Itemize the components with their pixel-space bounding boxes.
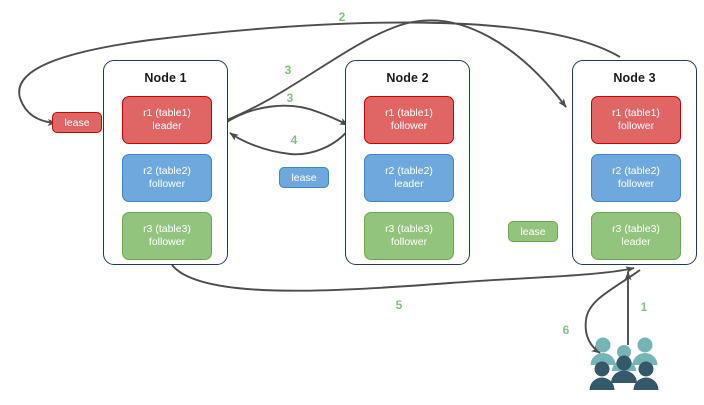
edge-label-3a: 3 <box>284 63 292 77</box>
people-group-icon <box>589 337 659 390</box>
node-title-node3: Node 3 <box>613 71 656 85</box>
replica-role: leader <box>621 236 651 248</box>
edge-label-4: 4 <box>290 133 298 147</box>
replica-name: r2 (table2) <box>385 165 433 177</box>
replica-node3-r3[interactable]: r3 (table3) leader <box>591 212 681 260</box>
edge-label-6: 6 <box>562 323 570 337</box>
edge-3b-path <box>223 104 349 126</box>
lease-label: lease <box>291 171 317 184</box>
replica-role: follower <box>390 120 428 132</box>
replica-name: r2 (table2) <box>612 165 660 177</box>
lease-badge-green[interactable]: lease <box>508 221 558 242</box>
edge-5-path <box>171 264 635 292</box>
replica-role: leader <box>394 178 424 190</box>
node-title-node1: Node 1 <box>144 71 187 85</box>
replica-name: r1 (table1) <box>385 107 433 119</box>
replica-role: leader <box>152 120 182 132</box>
replica-node2-r1[interactable]: r1 (table1) follower <box>364 96 454 144</box>
edge-label-2: 2 <box>338 10 346 24</box>
replica-role: follower <box>390 236 428 248</box>
replica-name: r1 (table1) <box>143 107 191 119</box>
replica-name: r3 (table3) <box>143 223 191 235</box>
edge-label-3b: 3 <box>286 91 294 105</box>
replica-node1-r1[interactable]: r1 (table1) leader <box>122 96 212 144</box>
lease-label: lease <box>64 116 90 129</box>
replica-role: follower <box>617 178 655 190</box>
replica-role: follower <box>617 120 655 132</box>
replica-name: r3 (table3) <box>385 223 433 235</box>
lease-badge-red[interactable]: lease <box>52 112 102 133</box>
replica-node2-r3[interactable]: r3 (table3) follower <box>364 212 454 260</box>
replica-name: r2 (table2) <box>143 165 191 177</box>
replica-node2-r2[interactable]: r2 (table2) leader <box>364 154 454 202</box>
replica-node1-r3[interactable]: r3 (table3) follower <box>122 212 212 260</box>
replica-node3-r2[interactable]: r2 (table2) follower <box>591 154 681 202</box>
node-box-node1[interactable]: Node 1 r1 (table1) leader r2 (table2) fo… <box>103 60 228 265</box>
replica-name: r3 (table3) <box>612 223 660 235</box>
edge-label-5: 5 <box>395 298 403 312</box>
replica-name: r1 (table1) <box>612 107 660 119</box>
replica-node3-r1[interactable]: r1 (table1) follower <box>591 96 681 144</box>
edge-label-1: 1 <box>640 300 648 314</box>
clients-group[interactable] <box>588 336 660 394</box>
node-box-node2[interactable]: Node 2 r1 (table1) follower r2 (table2) … <box>345 60 470 265</box>
lease-badge-blue[interactable]: lease <box>279 167 329 188</box>
node-box-node3[interactable]: Node 3 r1 (table1) follower r2 (table2) … <box>572 60 697 265</box>
lease-label: lease <box>520 225 546 238</box>
replica-node1-r2[interactable]: r2 (table2) follower <box>122 154 212 202</box>
node-title-node2: Node 2 <box>386 71 429 85</box>
replica-role: follower <box>148 178 186 190</box>
replica-role: follower <box>148 236 186 248</box>
